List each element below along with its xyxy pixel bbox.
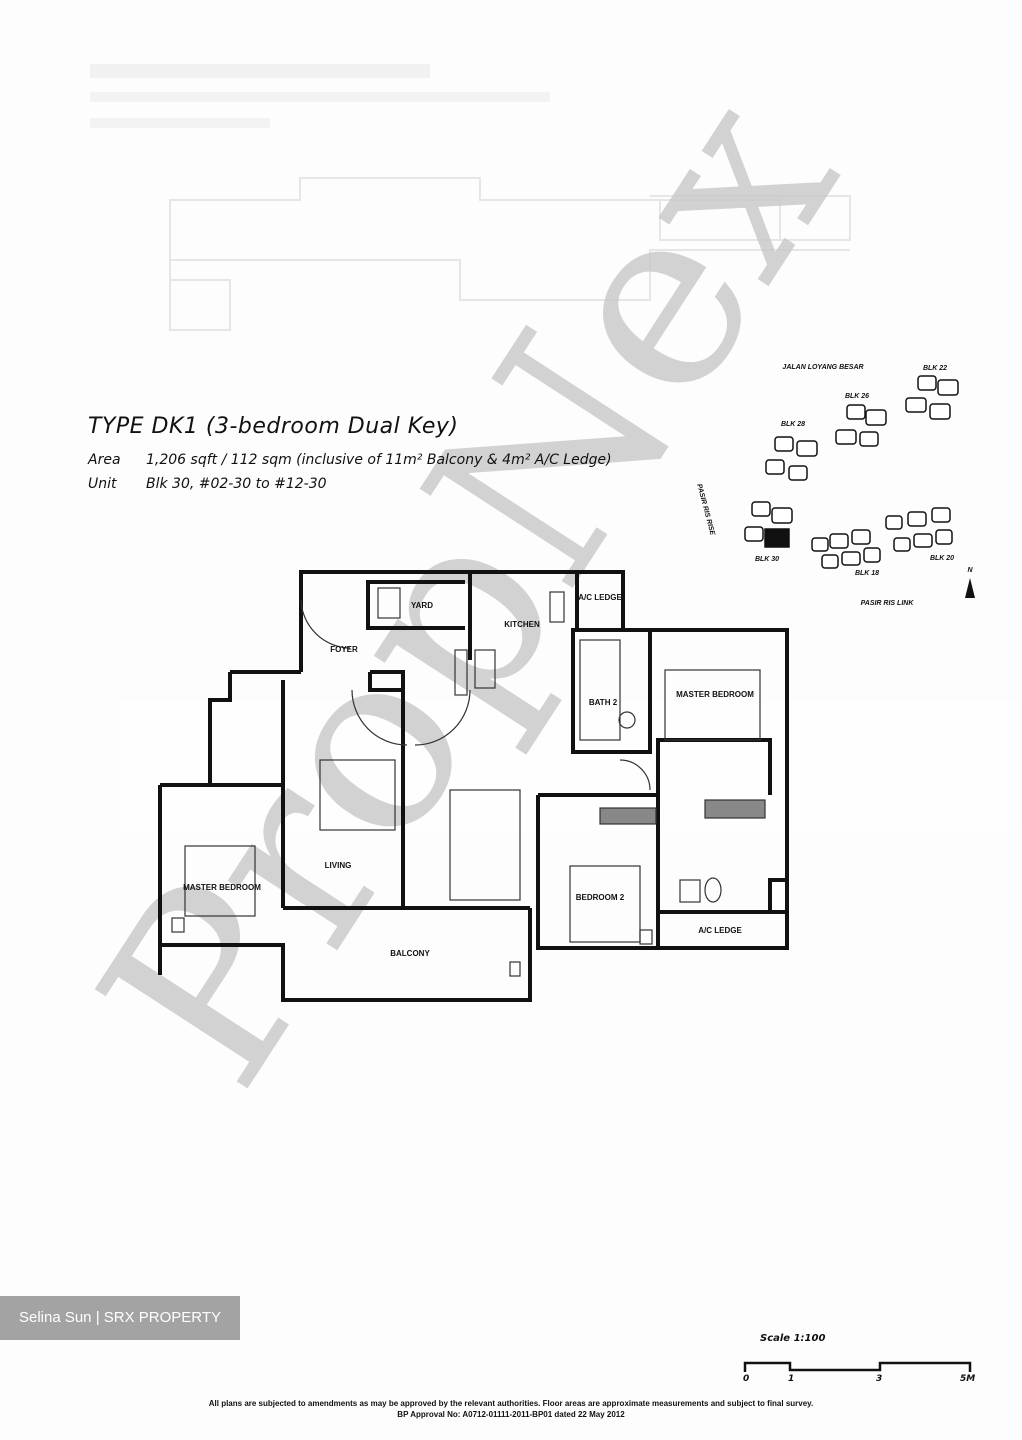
scale-tick-1: 1 [788, 1374, 795, 1384]
room-label-kitchen: KITCHEN [504, 620, 540, 629]
block-label-20: BLK 20 [930, 555, 954, 562]
area-value: 1,206 sqft / 112 sqm (inclusive of 11m² … [146, 452, 612, 468]
scale-tick-5m: 5M [960, 1374, 976, 1384]
area-row: Area 1,206 sqft / 112 sqm (inclusive of 1… [88, 452, 612, 468]
room-label-ac-ledge-bottom: A/C LEDGE [698, 926, 742, 935]
scale-title: Scale 1:100 [760, 1333, 826, 1344]
block-label-18: BLK 18 [855, 570, 879, 577]
agent-badge: Selina Sun | SRX PROPERTY [0, 1296, 240, 1340]
room-label-master-bedroom-right: MASTER BEDROOM [676, 690, 754, 699]
fixtures [171, 587, 766, 977]
room-label-bath-2: BATH 2 [589, 698, 618, 707]
scale-tick-3: 3 [876, 1374, 883, 1384]
room-label-balcony: BALCONY [390, 949, 430, 958]
block-label-22: BLK 22 [923, 365, 947, 372]
ghost-plan [90, 64, 851, 331]
disclaimer: All plans are subjected to amendments as… [208, 1399, 814, 1408]
room-label-foyer: FOYER [330, 645, 358, 654]
unit-label: Unit [88, 476, 117, 492]
room-label-master-bedroom-left: MASTER BEDROOM [183, 883, 261, 892]
block-label-30: BLK 30 [755, 556, 779, 563]
block-footprints [744, 375, 959, 569]
scale-tick-0: 0 [743, 1374, 750, 1384]
unit-value: Blk 30, #02-30 to #12-30 [146, 476, 327, 492]
approval-number: BP Approval No: A0712-01111-2011-BP01 da… [397, 1410, 625, 1419]
area-label: Area [88, 452, 121, 468]
block-label-28: BLK 28 [781, 421, 805, 428]
room-label-ac-ledge-top: A/C LEDGE [578, 593, 622, 602]
block-label-26: BLK 26 [845, 393, 869, 400]
walls [158, 570, 789, 1002]
unit-type-title: TYPE DK1 (3-bedroom Dual Key) [88, 414, 459, 439]
footer: All plans are subjected to amendments as… [0, 1398, 1022, 1420]
road-pasir-ris-link: PASIR RIS LINK [861, 600, 915, 607]
north-arrow-icon [965, 578, 975, 598]
north-label: N [967, 567, 973, 574]
unit-row: Unit Blk 30, #02-30 to #12-30 [88, 476, 327, 492]
road-jalan-loyang-besar: JALAN LOYANG BESAR [782, 364, 863, 371]
room-label-living: LIVING [325, 861, 352, 870]
room-label-bedroom-2: BEDROOM 2 [576, 893, 625, 902]
room-label-yard: YARD [411, 601, 433, 610]
